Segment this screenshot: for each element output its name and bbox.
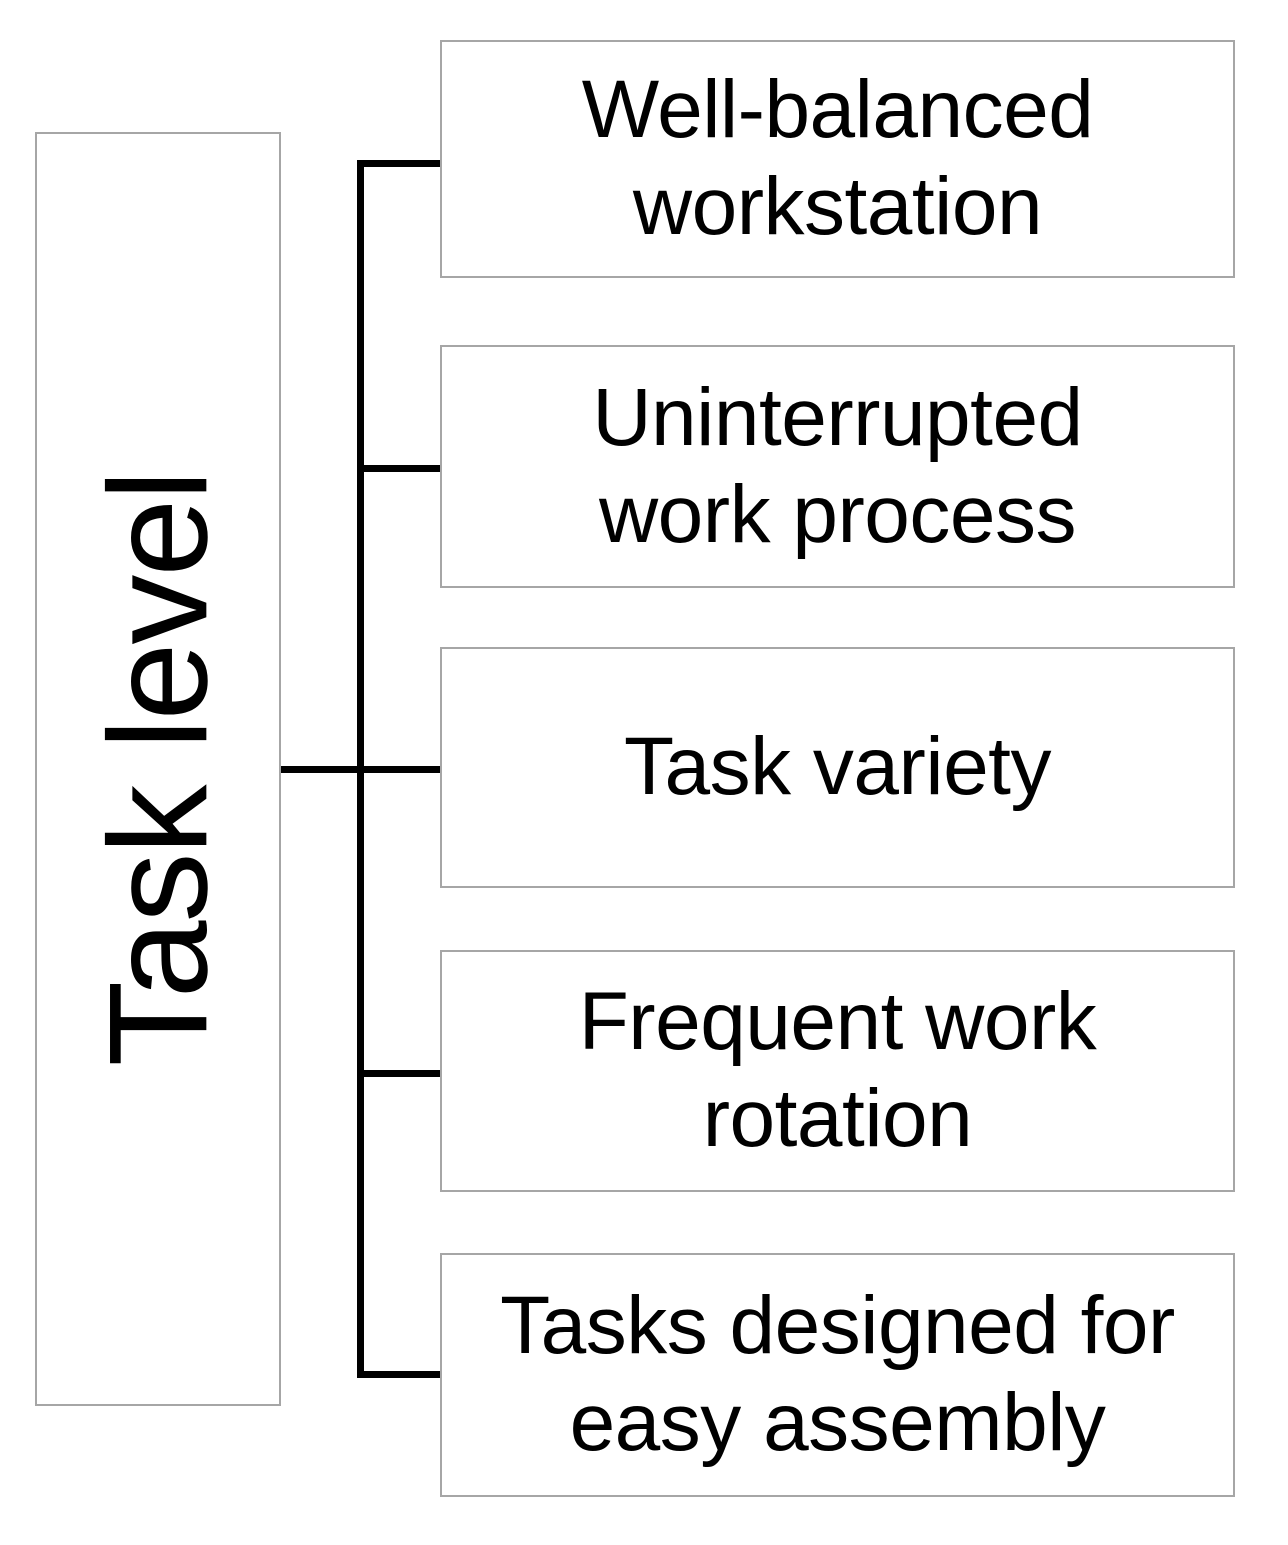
leaf-node-task-variety: Task variety: [440, 647, 1235, 888]
leaf-node-tasks-designed-for-easy-assembly: Tasks designed for easy assembly: [440, 1253, 1235, 1497]
leaf-node-uninterrupted-work-process: Uninterrupted work process: [440, 345, 1235, 588]
connector-branch-4: [357, 1070, 442, 1077]
leaf-node-label: Frequent work rotation: [578, 976, 1097, 1164]
connector-root-stem: [281, 766, 361, 773]
root-node-label: Task level: [79, 471, 236, 1067]
connector-branch-2: [357, 465, 442, 472]
leaf-node-well-balanced-workstation: Well-balanced workstation: [440, 40, 1235, 278]
leaf-node-frequent-work-rotation: Frequent work rotation: [440, 950, 1235, 1192]
leaf-node-label: Task variety: [624, 721, 1051, 813]
leaf-node-label: Tasks designed for easy assembly: [500, 1280, 1175, 1468]
connector-branch-1: [357, 160, 442, 167]
root-node-task-level: Task level: [35, 132, 281, 1406]
connector-branch-5: [357, 1371, 442, 1378]
connector-branch-3: [357, 766, 442, 773]
leaf-node-label: Well-balanced workstation: [581, 64, 1094, 252]
leaf-node-label: Uninterrupted work process: [592, 371, 1083, 560]
